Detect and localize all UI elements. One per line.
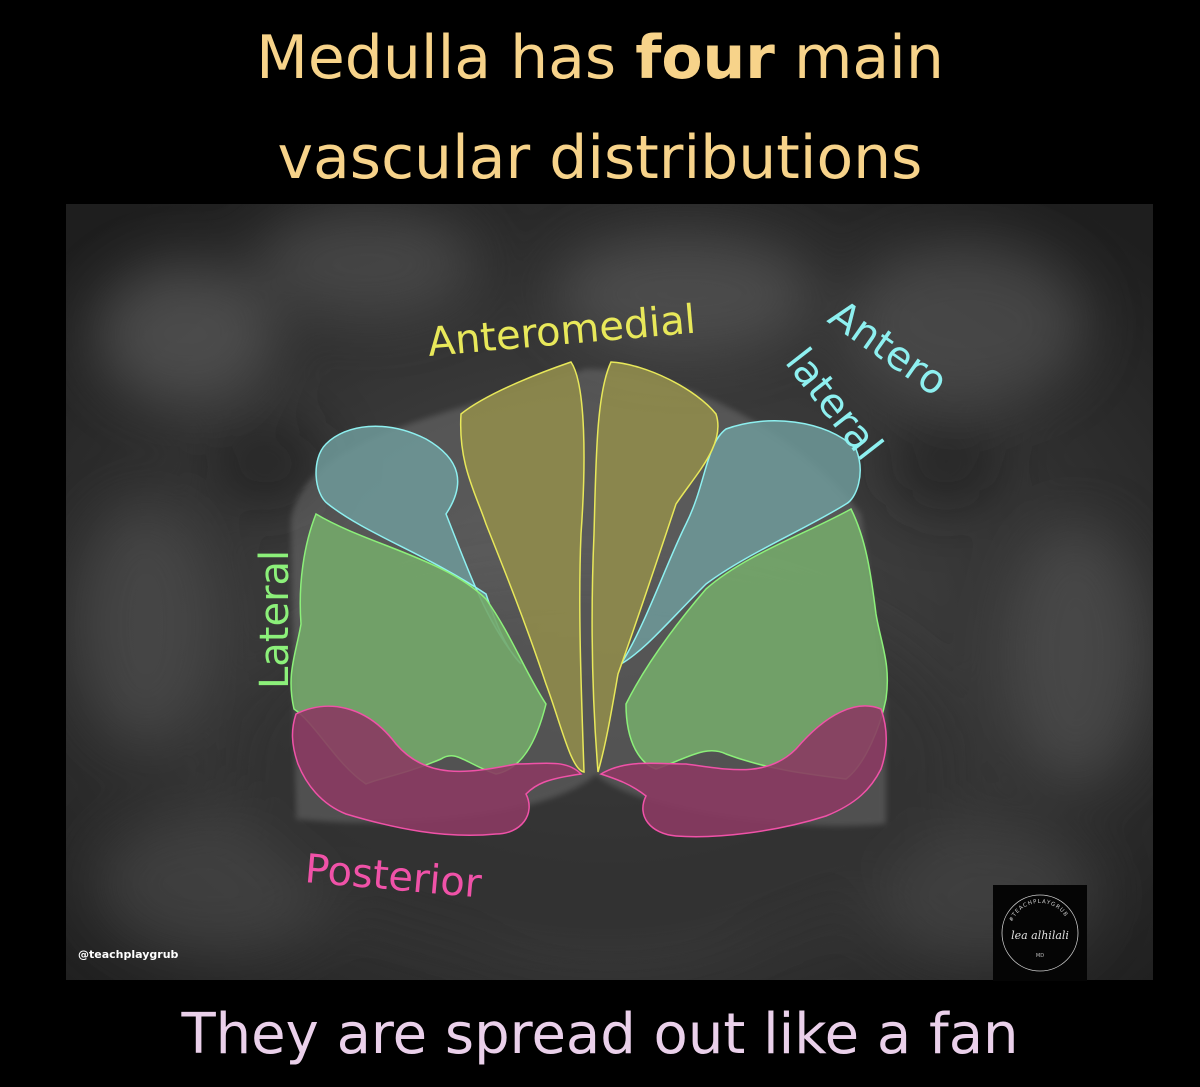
social-handle: @teachplaygrub	[78, 948, 179, 961]
mri-diagram-panel: Anteromedial Antero lateral Lateral Post…	[66, 204, 1153, 980]
posterior-region-left	[291, 705, 583, 837]
logo-suffix: MD	[1036, 953, 1044, 959]
anteromedial-region-left	[459, 361, 585, 773]
caption: They are spread out like a fan	[181, 1002, 1019, 1067]
title-line-1: Medulla has four main	[0, 18, 1200, 98]
anteromedial-region-right	[591, 361, 719, 773]
lateral-label: Lateral	[252, 550, 298, 689]
logo-signature: lea alhilali	[1011, 929, 1069, 942]
anterolateral-region-right	[620, 420, 861, 665]
anterolateral-region-left	[315, 425, 522, 665]
title-text-post: main	[774, 23, 944, 93]
title-text-bold: four	[635, 23, 775, 93]
medulla-diagram: Anteromedial Antero lateral Lateral Post…	[66, 204, 1153, 980]
lateral-region-right	[625, 507, 889, 780]
author-logo-graphic: #TEACHPLAYGRUB lea alhilali MD	[1001, 894, 1079, 972]
title-text-pre: Medulla has	[256, 23, 636, 93]
posterior-region-right	[599, 705, 887, 838]
author-logo: #TEACHPLAYGRUB lea alhilali MD	[993, 885, 1087, 981]
title-line-2: vascular distributions	[277, 123, 923, 193]
